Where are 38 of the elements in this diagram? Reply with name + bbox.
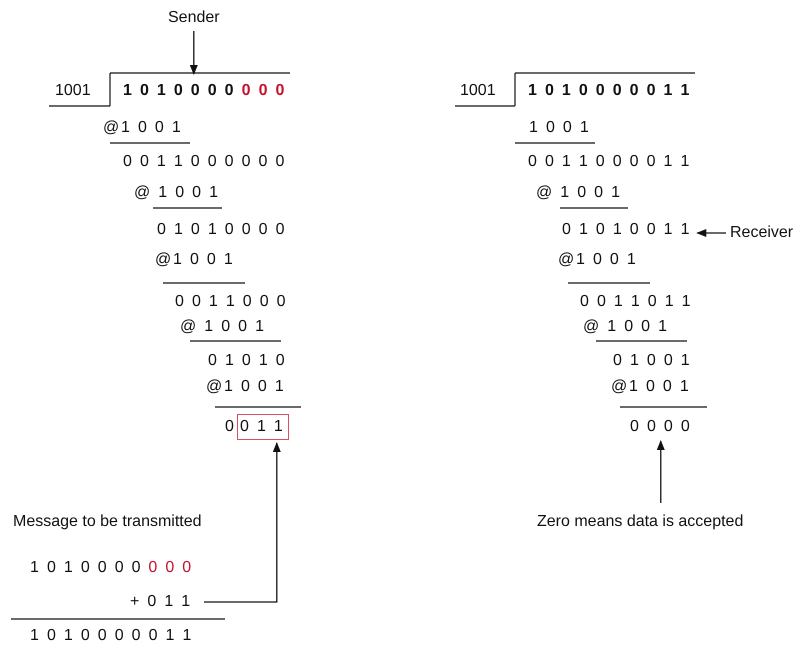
- message-digits: 1 0 1 0 0 0 0: [30, 559, 142, 576]
- difference-digits: 0 1 0 0 1: [613, 352, 692, 369]
- sender-label: Sender: [168, 7, 220, 29]
- divisor-number: 1001: [460, 82, 496, 99]
- dividend-digits: 1 0 1 0 0 0 0 0 1 1: [528, 82, 692, 99]
- subtrahend-digits: @1 0 0 1: [155, 251, 235, 268]
- dividend-digits: 1 0 1 0 0 0 0: [123, 82, 236, 99]
- caption-text: Message to be transmitted: [13, 513, 202, 530]
- subtrahend-digits: @1 0 0 1: [103, 119, 183, 136]
- subtrahend-digits: @ 1 0 0 1: [536, 184, 622, 201]
- appended-zeros: 0 0 0: [148, 559, 193, 576]
- subtrahend-digits: @ 1 0 0 1: [583, 318, 669, 335]
- difference-digits: 0 1 0 1 0: [208, 352, 286, 369]
- difference-digits: 0 1 0 1 0 0 0 0: [157, 221, 286, 238]
- subtrahend-digits: @ 1 0 0 1: [134, 184, 220, 201]
- remainder-digit: 0: [225, 418, 236, 435]
- difference-digits: 0 0 1 1 0 0 0: [175, 293, 288, 310]
- arrow: [656, 440, 665, 503]
- arrow: [204, 442, 281, 603]
- subtrahend-digits: @1 0 0 1: [206, 378, 286, 395]
- subtrahend-digits: @1 0 0 1: [558, 251, 638, 268]
- subtrahend-digits: @1 0 0 1: [611, 378, 691, 395]
- zero-remainder: 0 0 0 0: [630, 416, 692, 438]
- difference-digits: 0 0 1 1 0 0 0 0 1 1: [528, 153, 692, 170]
- sum-digits: 1 0 1 0 0 0 0 0 1 1: [30, 627, 194, 644]
- subtrahend-digits: @ 1 0 0 1: [180, 318, 266, 335]
- remainder-box: 0 1 1: [237, 414, 289, 440]
- arrow: [190, 31, 198, 75]
- difference-digits: 0 1 0 1 0 0 1 1: [562, 219, 692, 241]
- receiver-label: Receiver: [730, 222, 794, 244]
- difference-digits: 0 0 1 1 0 1 1: [580, 293, 692, 310]
- remainder-addend: + 0 1 1: [130, 591, 192, 613]
- arrow: [696, 229, 726, 237]
- appended-zeros: 0 0 0: [240, 82, 286, 99]
- difference-digits: 0 0 1 1 0 0 0 0 0 0: [123, 153, 286, 170]
- caption-text: Zero means data is accepted: [537, 511, 744, 533]
- divisor-number: 1001: [55, 82, 91, 99]
- subtrahend-digits: 1 0 0 1: [529, 119, 591, 136]
